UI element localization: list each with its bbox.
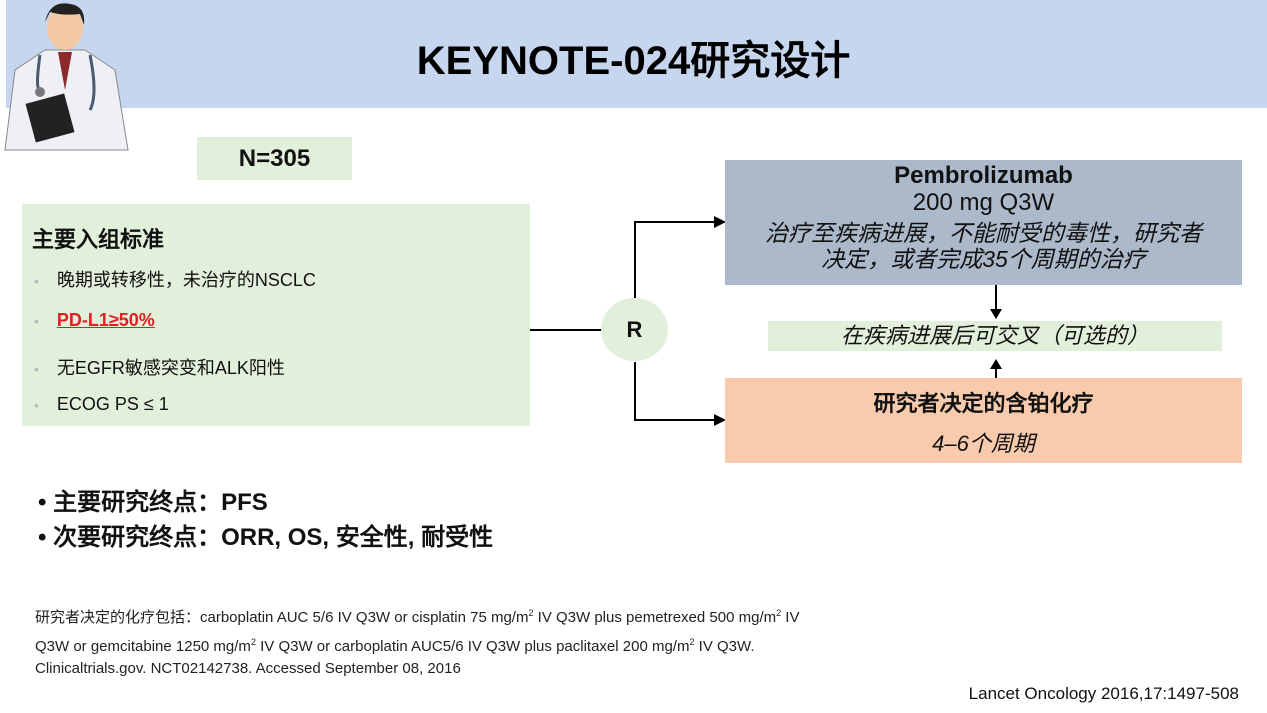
criteria-item: •晚期或转移性，未治疗的NSCLC	[34, 270, 316, 290]
randomization-arrows	[634, 216, 726, 426]
crossover-arrows	[990, 285, 1002, 385]
randomization-node: R	[601, 298, 668, 361]
footnote-source: Clinicaltrials.gov. NCT02142738. Accesse…	[35, 660, 461, 677]
arm2-drug: 研究者决定的含铂化疗	[873, 391, 1094, 416]
criteria-item: •ECOG PS ≤ 1	[34, 394, 169, 414]
arm1-note: 决定，或者完成35个周期的治疗	[821, 246, 1146, 272]
inclusion-criteria-box: 主要入组标准 •晚期或转移性，未治疗的NSCLC •PD-L1≥50% •无EG…	[22, 204, 530, 426]
title-banner	[6, 0, 1267, 108]
arm1-note: 治疗至疾病进展，不能耐受的毒性，研究者	[765, 220, 1202, 246]
arm1-dose: 200 mg Q3W	[912, 189, 1055, 216]
crossover-note: 在疾病进展后可交叉（可选的）	[768, 321, 1222, 351]
citation: Lancet Oncology 2016,17:1497-508	[968, 684, 1239, 703]
arm1-drug: Pembrolizumab	[894, 162, 1073, 189]
primary-endpoint: • 主要研究终点：PFS	[38, 489, 268, 516]
doctor-illustration	[4, 3, 129, 151]
footnote-line: 研究者决定的化疗包括：carboplatin AUC 5/6 IV Q3W or…	[35, 608, 800, 626]
chemotherapy-arm: 研究者决定的含铂化疗 4–6个周期	[725, 378, 1242, 463]
connector-line	[530, 329, 602, 331]
pembrolizumab-arm: Pembrolizumab 200 mg Q3W 治疗至疾病进展，不能耐受的毒性…	[725, 160, 1242, 285]
criteria-heading: 主要入组标准	[32, 227, 165, 252]
arm2-cycles: 4–6个周期	[932, 431, 1035, 456]
sample-size: N=305	[197, 137, 352, 180]
criteria-item-pdl1: •PD-L1≥50%	[34, 310, 155, 330]
footnote-line: Q3W or gemcitabine 1250 mg/m2 IV Q3W or …	[35, 637, 755, 655]
secondary-endpoint: • 次要研究终点：ORR, OS, 安全性, 耐受性	[38, 524, 494, 551]
slide-title: KEYNOTE-024研究设计	[416, 39, 851, 83]
criteria-item: •无EGFR敏感突变和ALK阳性	[34, 358, 285, 378]
